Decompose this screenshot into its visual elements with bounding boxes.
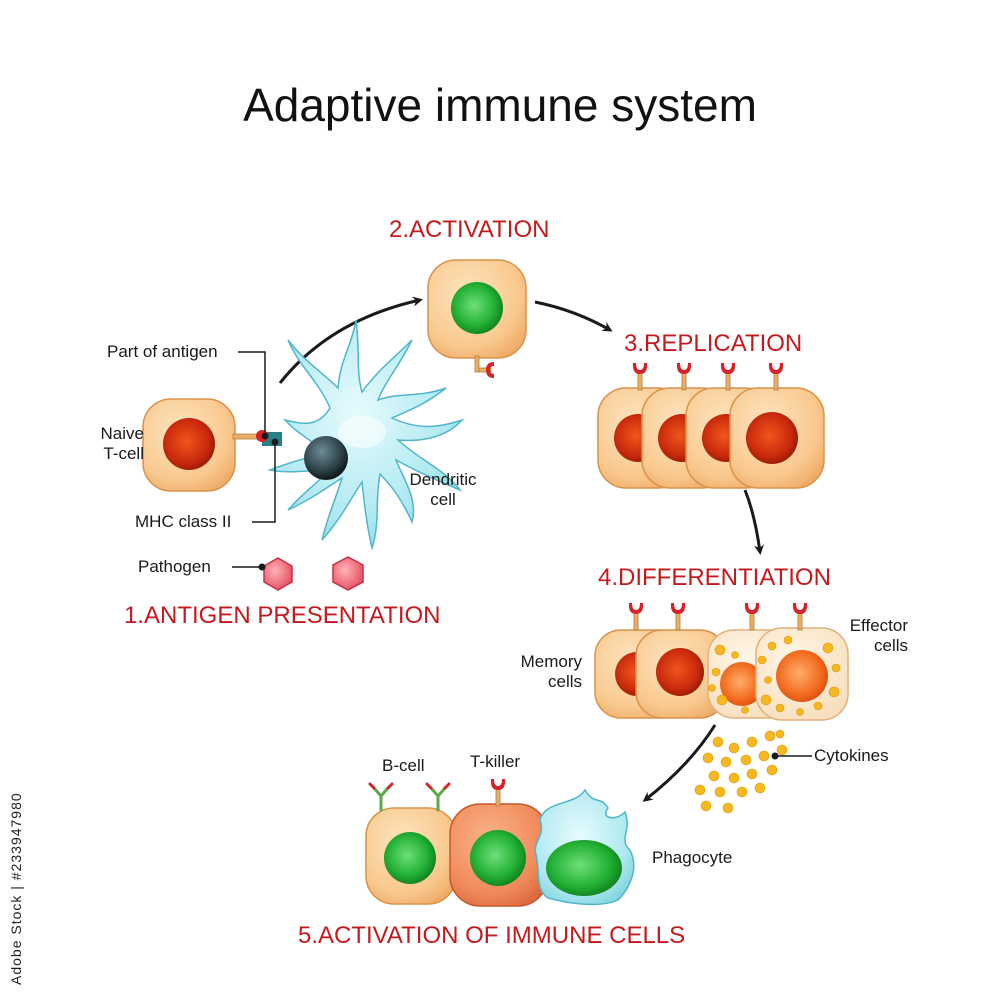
naive-t-cell	[142, 398, 258, 492]
pathogen-2	[332, 556, 364, 591]
effector-cells-label: Effector cells	[836, 616, 908, 656]
replication-cells	[597, 362, 825, 489]
b-cell-label: B-cell	[382, 756, 425, 775]
step-2-activation-label: 2.ACTIVATION	[389, 216, 550, 243]
b-cell	[365, 782, 457, 905]
naive-t-cell-label: Naive T-cell	[82, 424, 144, 464]
t-killer-label: T-killer	[470, 752, 521, 771]
dendritic-cell	[256, 319, 465, 551]
effector-label-line1: Effector	[849, 616, 908, 635]
memory-label-line2: cells	[547, 672, 582, 691]
effector-label-line2: cells	[873, 636, 908, 655]
leader-lines-step1	[232, 351, 276, 568]
arrow-to-replication	[534, 300, 613, 332]
page-title: Adaptive immune system	[243, 79, 757, 131]
pathogen-1	[258, 557, 293, 591]
arrow-to-differentiation	[743, 489, 765, 555]
phagocyte-label: Phagocyte	[652, 848, 733, 867]
dendritic-label-line2: cell	[430, 490, 456, 509]
t-killer-cell	[449, 778, 549, 907]
stock-id-watermark: Adobe Stock | #233947980	[8, 792, 24, 985]
cytokines-label: Cytokines	[814, 746, 889, 765]
step-1-antigen-presentation-label: 1.ANTIGEN PRESENTATION	[124, 602, 441, 629]
arrow-to-activation	[278, 296, 423, 384]
activated-t-cell	[427, 259, 527, 378]
step-5-activation-immune-cells-label: 5.ACTIVATION OF IMMUNE CELLS	[298, 922, 686, 949]
cytokines-cluster	[694, 729, 788, 814]
pathogen-label: Pathogen	[138, 557, 211, 576]
part-of-antigen-label: Part of antigen	[107, 342, 218, 361]
step-3-replication-label: 3.REPLICATION	[624, 330, 803, 357]
naive-label-line2: T-cell	[103, 444, 144, 463]
mhc-class-ii-label: MHC class II	[135, 512, 232, 531]
dendritic-cell-label: Dendritic cell	[398, 470, 488, 510]
dendritic-label-line1: Dendritic	[409, 470, 477, 489]
step-4-differentiation-label: 4.DIFFERENTIATION	[598, 564, 831, 591]
naive-label-line1: Naive	[100, 424, 144, 443]
arrow-to-immune-cells	[642, 724, 717, 802]
memory-cells-label: Memory cells	[506, 652, 582, 692]
phagocyte-cell	[534, 788, 635, 906]
effector-cells	[707, 602, 849, 721]
memory-label-line1: Memory	[520, 652, 582, 671]
memory-cells	[594, 602, 727, 719]
